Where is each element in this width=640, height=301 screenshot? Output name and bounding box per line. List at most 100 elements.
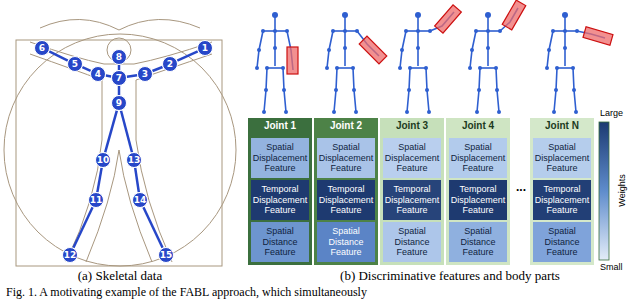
skeleton [545,12,579,114]
column-heading: Joint 3 [380,118,444,132]
feature-cell: Spatial Displacement Feature [251,138,309,178]
callout-number: 14 [134,195,147,205]
feature-cell: Spatial Distance Feature [251,222,309,262]
feature-name: Spatial Distance Feature [450,226,506,257]
joint-column: Joint 2 Spatial Displacement FeatureTempo… [314,118,378,265]
callout-number: 8 [116,52,122,62]
bone-line [105,111,117,153]
feature-name: Spatial Displacement Feature [318,142,374,173]
feature-cell: Spatial Displacement Feature [449,138,507,178]
highlight-rect [583,27,613,45]
column-heading: Joint 1 [248,118,312,132]
callout-number: 6 [39,43,45,53]
joint-circle: 7 [111,70,127,86]
joint-circle: 11 [88,192,104,208]
bone-line [105,111,117,153]
drawing-left-side [30,54,102,262]
feature-name: Spatial Distance Feature [534,226,590,257]
drawing-inner-legs [86,150,152,262]
subfigure-caption: (b) Discriminative features and body par… [300,268,600,283]
bone-line [143,207,162,248]
stick-figure [255,12,298,114]
bone-line [152,67,162,71]
feature-name: Temporal Displacement Feature [450,184,506,215]
callout-number: 12 [64,250,77,260]
drawing-right-side [136,54,212,262]
callout-number: 9 [116,98,122,108]
feature-name: Spatial Displacement Feature [450,142,506,173]
feature-name: Spatial Distance Feature [384,226,440,257]
vitruvian-drawing [4,19,236,266]
drawing-raised-arms [40,19,200,30]
callout-number: 15 [160,250,173,260]
feature-cell: Spatial Displacement Feature [317,138,375,178]
bone-line [143,207,162,248]
highlight-rect [435,5,462,33]
feature-cell: Spatial Displacement Feature [383,138,441,178]
stick-figure [325,12,387,114]
column-heading: Joint 4 [446,118,510,132]
joint-circle: 2 [162,56,178,72]
joint-circle: 13 [126,152,142,168]
feature-cell: Spatial Distance Feature [317,222,375,262]
feature-name: Spatial Distance Feature [252,226,308,257]
joint-column: Joint 3 Spatial Displacement FeatureTempo… [380,118,444,265]
bone-line [127,75,137,77]
callout-number: 2 [167,59,173,69]
feature-name: Spatial Displacement Feature [384,142,440,173]
feature-name: Spatial Displacement Feature [252,142,308,173]
skeleton [398,12,432,114]
feature-cell: Spatial Displacement Feature [533,138,591,178]
skeleton [325,12,359,114]
skeleton [468,12,502,114]
feature-cell: Spatial Distance Feature [383,222,441,262]
drawing-square [16,40,222,266]
bone-line [135,168,139,192]
bone-line [73,207,92,248]
legend-label: Large [600,108,630,119]
bone-line [127,75,137,77]
callout-number: 5 [72,59,78,69]
bone-line [49,51,68,60]
callout-number: 1 [202,43,208,53]
column-heading: Joint 2 [314,118,378,132]
joint-circle: 8 [111,49,127,65]
bone-line [118,86,121,95]
joint-column: Joint NSpatial Displacement FeatureTempo… [530,118,594,265]
ellipsis: ... [512,180,530,194]
callout-number: 4 [95,69,101,79]
stick-figure [398,5,461,114]
callout-number: 7 [116,73,122,83]
bone-line [97,168,101,192]
callout-number: 11 [90,195,103,205]
bone-line [121,111,132,153]
joint-circle: 10 [95,152,111,168]
drawing-arms [30,42,212,64]
joint-column: Joint 4 Spatial Displacement FeatureTempo… [446,118,510,265]
bone-line [121,111,132,153]
joint-circle: 9 [111,95,127,111]
feature-name: Temporal Displacement Feature [384,184,440,215]
feature-cell: Temporal Displacement Feature [251,180,309,220]
joint-circle: 5 [67,56,83,72]
feature-name: Spatial Displacement Feature [534,142,590,173]
highlight-rect [287,47,298,74]
stick-figure [545,12,613,114]
callout-number: 3 [142,69,148,79]
callout-number: 10 [97,155,110,165]
bone-line [152,67,162,71]
feature-cell: Temporal Displacement Feature [383,180,441,220]
feature-cell: Spatial Distance Feature [449,222,507,262]
joint-circle: 15 [158,247,174,263]
bone-line [82,67,90,71]
bone-line [82,67,90,71]
figure-caption: Fig. 1. A motivating example of the FABL… [6,285,367,299]
bone-line [135,168,139,192]
feature-name: Temporal Displacement Feature [318,184,374,215]
callout-number: 13 [128,155,141,165]
bone-line [177,51,197,60]
legend-label: Small [600,262,630,273]
bone-line [49,51,68,60]
bone-line [119,86,120,95]
drawing-circle [4,34,236,266]
